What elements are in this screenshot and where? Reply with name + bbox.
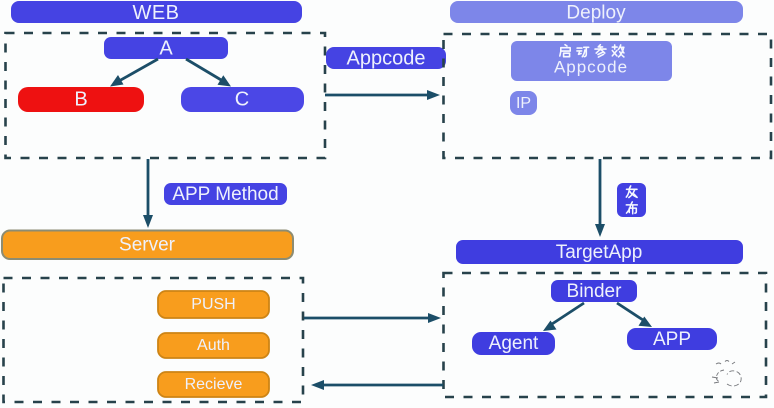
svg-text:Auth: Auth bbox=[197, 337, 230, 354]
svg-text:PUSH: PUSH bbox=[191, 296, 235, 313]
svg-text:B: B bbox=[74, 89, 87, 111]
svg-text:Binder: Binder bbox=[567, 281, 623, 302]
svg-text:Recieve: Recieve bbox=[185, 376, 243, 393]
svg-text:A: A bbox=[159, 38, 173, 60]
svg-text:Appcode: Appcode bbox=[347, 48, 426, 70]
svg-text:TargetApp: TargetApp bbox=[556, 242, 643, 263]
svg-text:C: C bbox=[235, 89, 249, 111]
svg-text:APP: APP bbox=[653, 329, 691, 350]
svg-text:Appcode: Appcode bbox=[554, 58, 628, 77]
svg-text:WEB: WEB bbox=[132, 2, 179, 24]
svg-text:Deploy: Deploy bbox=[566, 3, 626, 24]
svg-text:APP Method: APP Method bbox=[172, 184, 278, 205]
svg-text:Server: Server bbox=[119, 235, 176, 256]
svg-text:Agent: Agent bbox=[489, 333, 539, 354]
svg-text:IP: IP bbox=[516, 95, 531, 112]
